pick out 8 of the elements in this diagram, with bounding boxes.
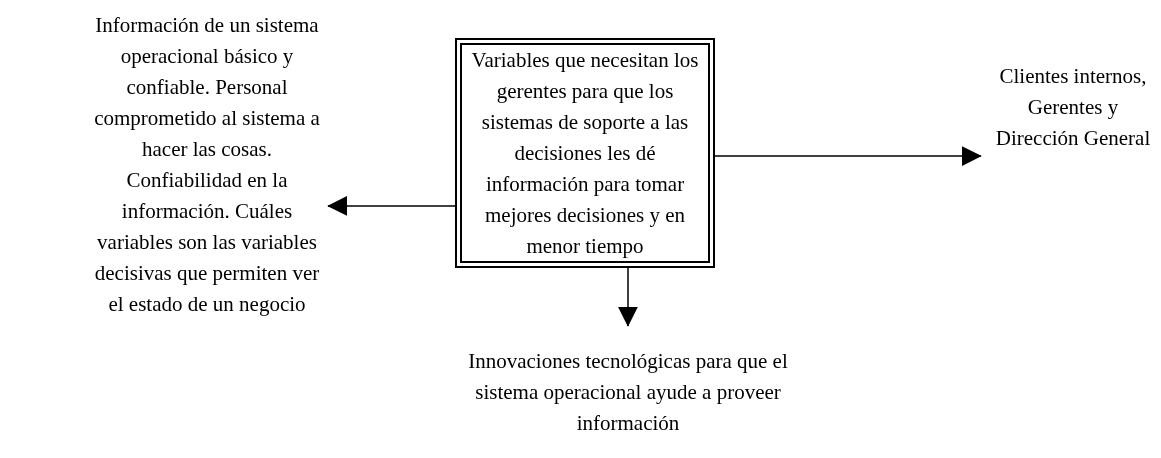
framed-box xyxy=(455,38,715,268)
node-text: Información de un sistema operacional básico y confiable. Personal comprometido al sistema a hacer las cosas. Confiabilidad en la información. Cuáles variables son las variables decisivas que permiten ver el estado de un negocio xyxy=(93,12,321,318)
node-text: Variables que necesitan los gerentes para que los sistemas de soporte a las decisiones les dé información para tomar mejores decisiones y en menor tiempo xyxy=(470,46,700,260)
arrow xyxy=(618,267,638,327)
node-text: Innovaciones tecnológicas para que el sistema operacional ayude a proveer información xyxy=(467,347,789,437)
arrow xyxy=(327,196,456,216)
arrow xyxy=(714,146,982,166)
node-text: Clientes internos, Gerentes y Dirección General xyxy=(994,63,1152,152)
